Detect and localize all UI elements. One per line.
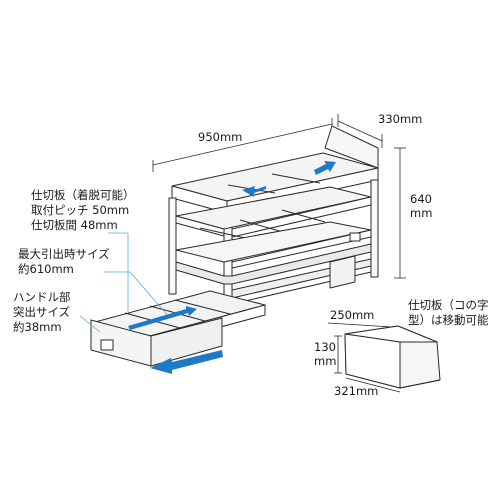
height-unit-label: mm (410, 206, 433, 220)
partition-callout-line3: 仕切板間 48mm (31, 218, 118, 232)
partition-height-value-label: 130 (314, 340, 336, 354)
partition-callout-line2: 取付ピッチ 50mm (31, 203, 130, 217)
height-dimension-line (394, 147, 406, 279)
arrow-pull-direction (150, 350, 223, 374)
drawer (90, 290, 266, 367)
partition-depth-label: 250mm (330, 308, 375, 322)
handle-callout-line1: ハンドル部 (13, 290, 71, 304)
partition-callout-line1: 仕切板（着脱可能） (31, 188, 135, 202)
depth-label: 330mm (378, 112, 423, 126)
arrow-drawer-depth (128, 306, 197, 330)
shelf-unit (168, 125, 379, 305)
partition-note-line1: 仕切板（コの字 (408, 298, 489, 312)
partition-dimension-lines (327, 322, 401, 393)
max-pull-callout-line1: 最大引出時サイズ (18, 247, 110, 261)
callout-leaders (79, 232, 171, 333)
width-label: 950mm (198, 130, 243, 144)
partition-width-label: 321mm (334, 384, 379, 398)
arrow-top-left (242, 186, 266, 197)
max-pull-callout-line2: 約610mm (18, 262, 74, 276)
partition-detail (344, 325, 441, 389)
handle-callout-line2: 突出サイズ (13, 305, 71, 319)
partition-note-line2: 型）は移動可能 (408, 313, 489, 327)
partition-height-unit-label: mm (314, 354, 337, 368)
handle-callout-line3: 約38mm (13, 320, 62, 334)
arrow-top-right (314, 161, 336, 175)
height-value-label: 640 (410, 192, 432, 206)
depth-dimension-line (337, 114, 383, 148)
